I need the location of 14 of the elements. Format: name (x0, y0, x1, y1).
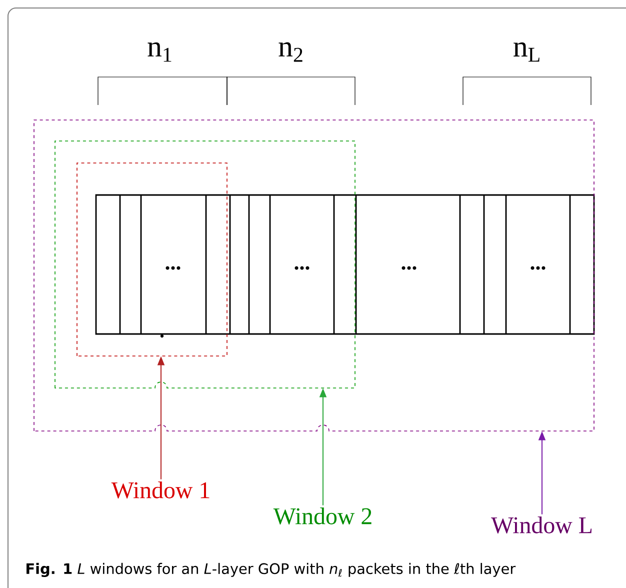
ellipsis: ... (402, 266, 416, 270)
window-label: Window 1 (111, 482, 210, 498)
caption: Fig. 1 L windows for an L-layer GOP with n$_{ℓ}$ packets in the ℓth layer (26, 562, 516, 578)
window-box (34, 120, 594, 432)
window-box (54, 140, 356, 388)
window-label: Window 2 (273, 508, 372, 524)
ellipsis: ... (294, 266, 310, 270)
ellipsis: ... (166, 266, 180, 270)
layer-size-label: n$_{1}$ (148, 42, 172, 62)
ellipsis: ... (530, 266, 546, 270)
window-label: Window L (491, 516, 592, 534)
layer-size-label: n$_{L}$ (514, 42, 540, 62)
window-box (76, 162, 228, 356)
layer-size-label: n$_{2}$ (278, 42, 302, 62)
